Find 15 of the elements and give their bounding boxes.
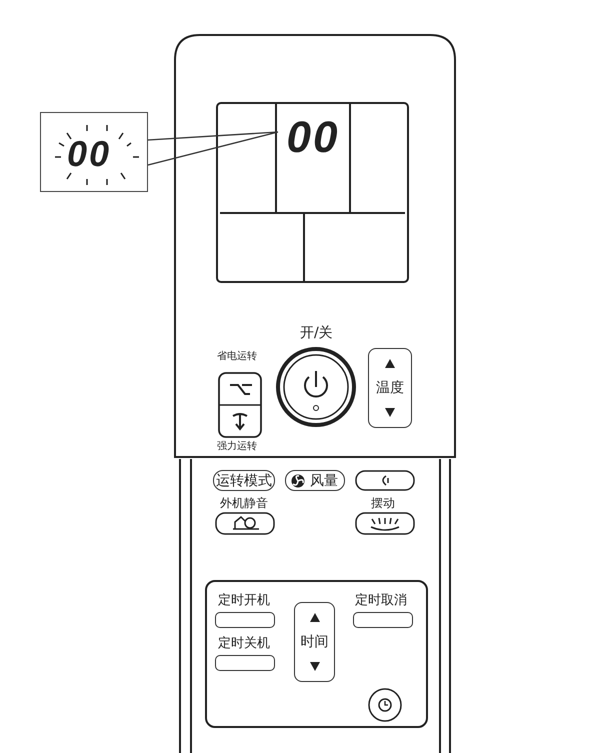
label: 强力运转 [217,442,257,452]
label: 省电运转 [217,352,257,362]
label: 摆动 [371,497,395,509]
mode-button: 运转模式 [213,470,275,491]
label: 定时取消 [355,594,407,607]
label: 定时开机 [218,594,270,607]
leader-line [147,131,279,166]
temperature-button: 温度 [368,348,412,428]
label: 定时关机 [218,637,270,650]
fan-speed-button: 风量 [285,470,345,491]
power-label: 开/关 [300,326,333,340]
time-button: 时间 [294,602,335,682]
timer-panel [205,580,428,728]
label: 外机静音 [220,497,268,509]
blinking-digits: 00 [67,136,112,172]
